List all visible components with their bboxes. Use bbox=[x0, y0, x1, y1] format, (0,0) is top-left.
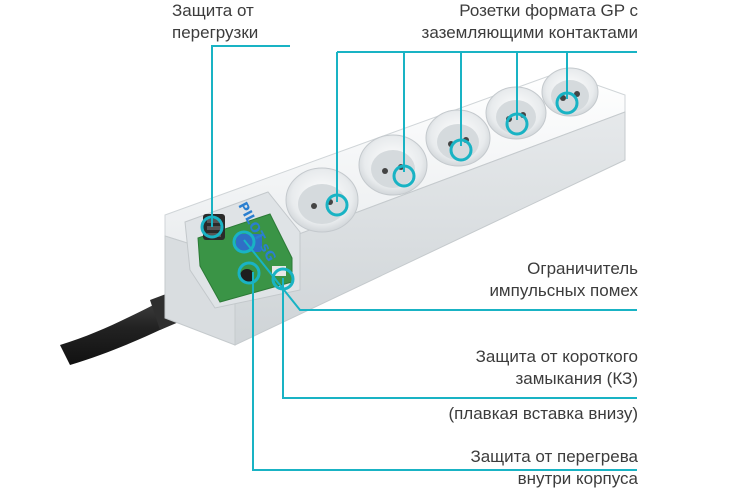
label-overload-line-1: Защита от bbox=[172, 1, 254, 20]
label-overheat-line-2: внутри корпуса bbox=[517, 469, 638, 488]
label-fuse-note: (плавкая вставка внизу) bbox=[448, 404, 638, 423]
marker-socket-2 bbox=[392, 164, 416, 188]
marker-socket-4 bbox=[505, 112, 529, 136]
marker-short-circuit bbox=[271, 267, 295, 291]
label-overheat-line-1: Защита от перегрева bbox=[470, 447, 638, 466]
socket-3 bbox=[425, 109, 491, 167]
label-sockets-line-1: Розетки формата GP с bbox=[459, 1, 638, 20]
callout-markers bbox=[200, 91, 579, 291]
label-overheat: Защита от перегрева внутри корпуса bbox=[470, 446, 638, 490]
label-short-circuit-line-1: Защита от короткого bbox=[475, 347, 638, 366]
label-sockets-line-2: заземляющими контактами bbox=[421, 23, 638, 42]
surge-component bbox=[236, 234, 262, 252]
label-surge: Ограничитель импульсных помех bbox=[489, 258, 638, 302]
label-short-circuit: Защита от короткого замыкания (КЗ) bbox=[476, 346, 638, 390]
label-overload-line-2: перегрузки bbox=[172, 23, 259, 42]
label-surge-line-1: Ограничитель bbox=[527, 259, 638, 278]
label-surge-line-2: импульсных помех bbox=[489, 281, 638, 300]
callout-lines bbox=[211, 45, 637, 471]
label-sockets: Розетки формата GP с заземляющими контак… bbox=[422, 0, 638, 44]
marker-surge bbox=[232, 230, 256, 254]
marker-overload bbox=[200, 215, 224, 239]
marker-socket-1 bbox=[325, 193, 349, 217]
marker-overheat bbox=[237, 261, 261, 285]
label-short-circuit-line-2: замыкания (КЗ) bbox=[515, 369, 638, 388]
socket-2 bbox=[358, 134, 428, 196]
strip-side-face bbox=[234, 111, 626, 346]
marker-socket-3 bbox=[449, 138, 473, 162]
label-overload: Защита от перегрузки bbox=[172, 0, 258, 44]
marker-socket-5 bbox=[555, 91, 579, 115]
